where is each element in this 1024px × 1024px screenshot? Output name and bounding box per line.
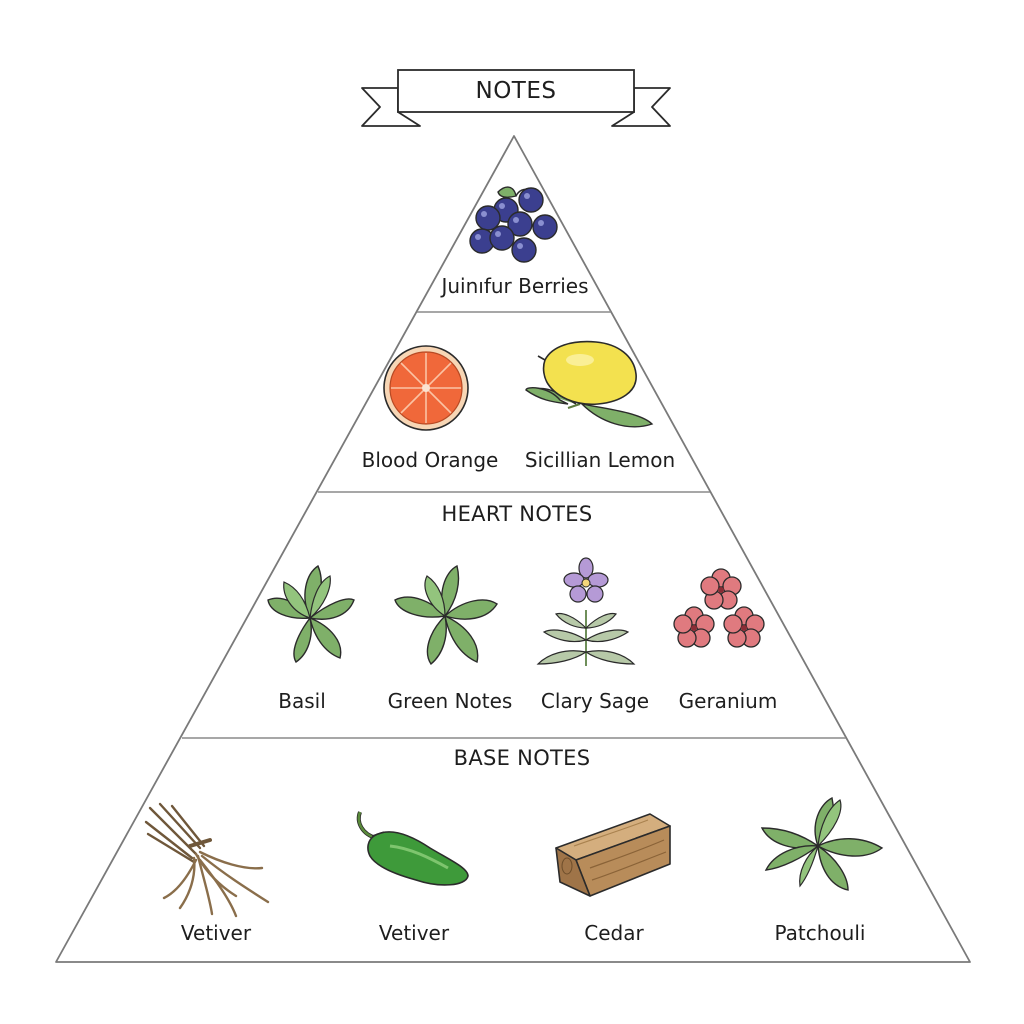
juniper-berries-icon bbox=[469, 186, 558, 263]
lemon-icon bbox=[525, 340, 654, 428]
geranium-flower-icon bbox=[673, 568, 765, 648]
banner-ribbon bbox=[397, 69, 635, 113]
item-label-juniper-berries: Juinıfur Berries bbox=[439, 274, 588, 298]
item-label-geranium: Geranium bbox=[679, 689, 778, 713]
base-notes-heading: BASE NOTES bbox=[454, 746, 591, 770]
item-label-basil: Basil bbox=[278, 689, 326, 713]
item-label-patchouli: Patchouli bbox=[775, 921, 866, 945]
item-label-cedar: Cedar bbox=[584, 921, 644, 945]
pyramid-outline bbox=[55, 135, 971, 963]
heart-notes-heading: HEART NOTES bbox=[442, 502, 593, 526]
item-label-blood-orange: Blood Orange bbox=[362, 448, 499, 472]
clary-sage-flower-icon bbox=[536, 557, 636, 666]
item-label-green-notes: Green Notes bbox=[388, 689, 513, 713]
patchouli-leaves-icon bbox=[760, 796, 884, 891]
vetiver-root-icon bbox=[144, 802, 270, 918]
basil-leaves-icon bbox=[267, 564, 355, 663]
item-label-vetiver-root: Vetiver bbox=[181, 921, 252, 945]
green-pepper-icon bbox=[356, 811, 469, 886]
cedar-wood-block-icon bbox=[555, 813, 671, 897]
blood-orange-icon bbox=[383, 345, 469, 431]
item-label-vetiver-pepper: Vetiver bbox=[379, 921, 450, 945]
banner-title: NOTES bbox=[476, 78, 557, 104]
notes-banner: NOTES bbox=[361, 69, 671, 127]
item-label-clary-sage: Clary Sage bbox=[541, 689, 649, 713]
item-label-sicilian-lemon: Sicillian Lemon bbox=[525, 448, 675, 472]
green-leaves-icon bbox=[394, 564, 498, 666]
